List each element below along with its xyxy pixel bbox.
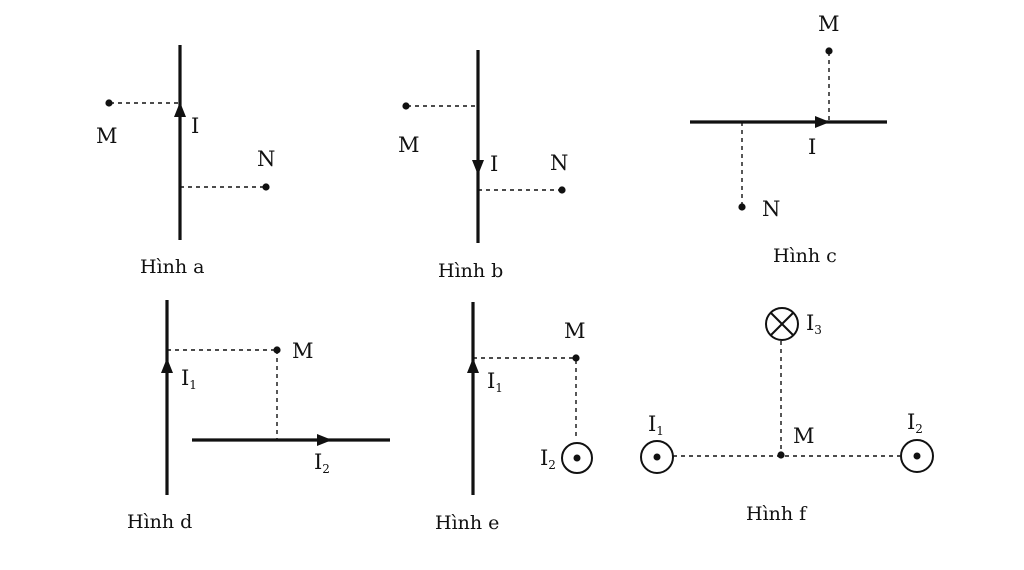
figure-d: M I1 I2 Hình d (127, 300, 390, 533)
current-1-arrow-up-icon (161, 358, 173, 373)
label-n-c: N (762, 197, 780, 221)
point-m-f (777, 451, 785, 459)
label-current-2-f: I2 (907, 410, 923, 436)
label-m-f: M (793, 424, 815, 448)
caption-e: Hình e (435, 512, 499, 534)
current-arrow-down-icon (472, 160, 484, 175)
label-m-b: M (398, 133, 420, 157)
label-current-1-e: I1 (487, 369, 503, 395)
point-n-a (262, 183, 270, 191)
label-current-1-f: I1 (648, 412, 664, 438)
label-current-a: I (191, 114, 199, 138)
figure-e: M I1 I2 Hình e (435, 302, 593, 534)
caption-d: Hình d (127, 511, 192, 533)
caption-c: Hình c (773, 245, 837, 267)
figure-a: M I N Hình a (96, 45, 275, 278)
figure-c: M I N Hình c (690, 12, 887, 267)
caption-a: Hình a (140, 256, 205, 278)
figure-f: I3 M I1 I2 Hình f (640, 307, 934, 525)
point-m-c (825, 47, 833, 55)
current-2-out-of-page-icon (900, 439, 934, 473)
point-n-c (738, 203, 746, 211)
point-m-b (402, 102, 410, 110)
label-current-3-f: I3 (806, 311, 822, 337)
point-m-a (105, 99, 113, 107)
current-1-out-of-page-icon (640, 440, 674, 474)
label-m-e: M (564, 319, 586, 343)
current-arrow-up-icon (174, 102, 186, 117)
caption-b: Hình b (438, 260, 503, 282)
figure-b: M I N Hình b (398, 50, 568, 282)
label-current-2-d: I2 (314, 450, 330, 476)
label-current-c: I (808, 135, 816, 159)
label-n-b: N (550, 151, 568, 175)
current-1-arrow-up-icon (467, 358, 479, 373)
point-m-e (572, 354, 580, 362)
current-3-into-page-icon (765, 307, 799, 341)
current-out-of-page-icon (561, 442, 593, 474)
caption-f: Hình f (746, 503, 808, 525)
label-m-c: M (818, 12, 840, 36)
label-current-b: I (490, 152, 498, 176)
label-m-a: M (96, 124, 118, 148)
current-2-arrow-right-icon (317, 434, 332, 446)
label-n-a: N (257, 147, 275, 171)
label-current-1-d: I1 (181, 366, 197, 392)
label-m-d: M (292, 339, 314, 363)
point-m-d (273, 346, 281, 354)
point-n-b (558, 186, 566, 194)
label-current-2-e: I2 (540, 446, 556, 472)
current-arrow-right-icon (815, 116, 830, 128)
